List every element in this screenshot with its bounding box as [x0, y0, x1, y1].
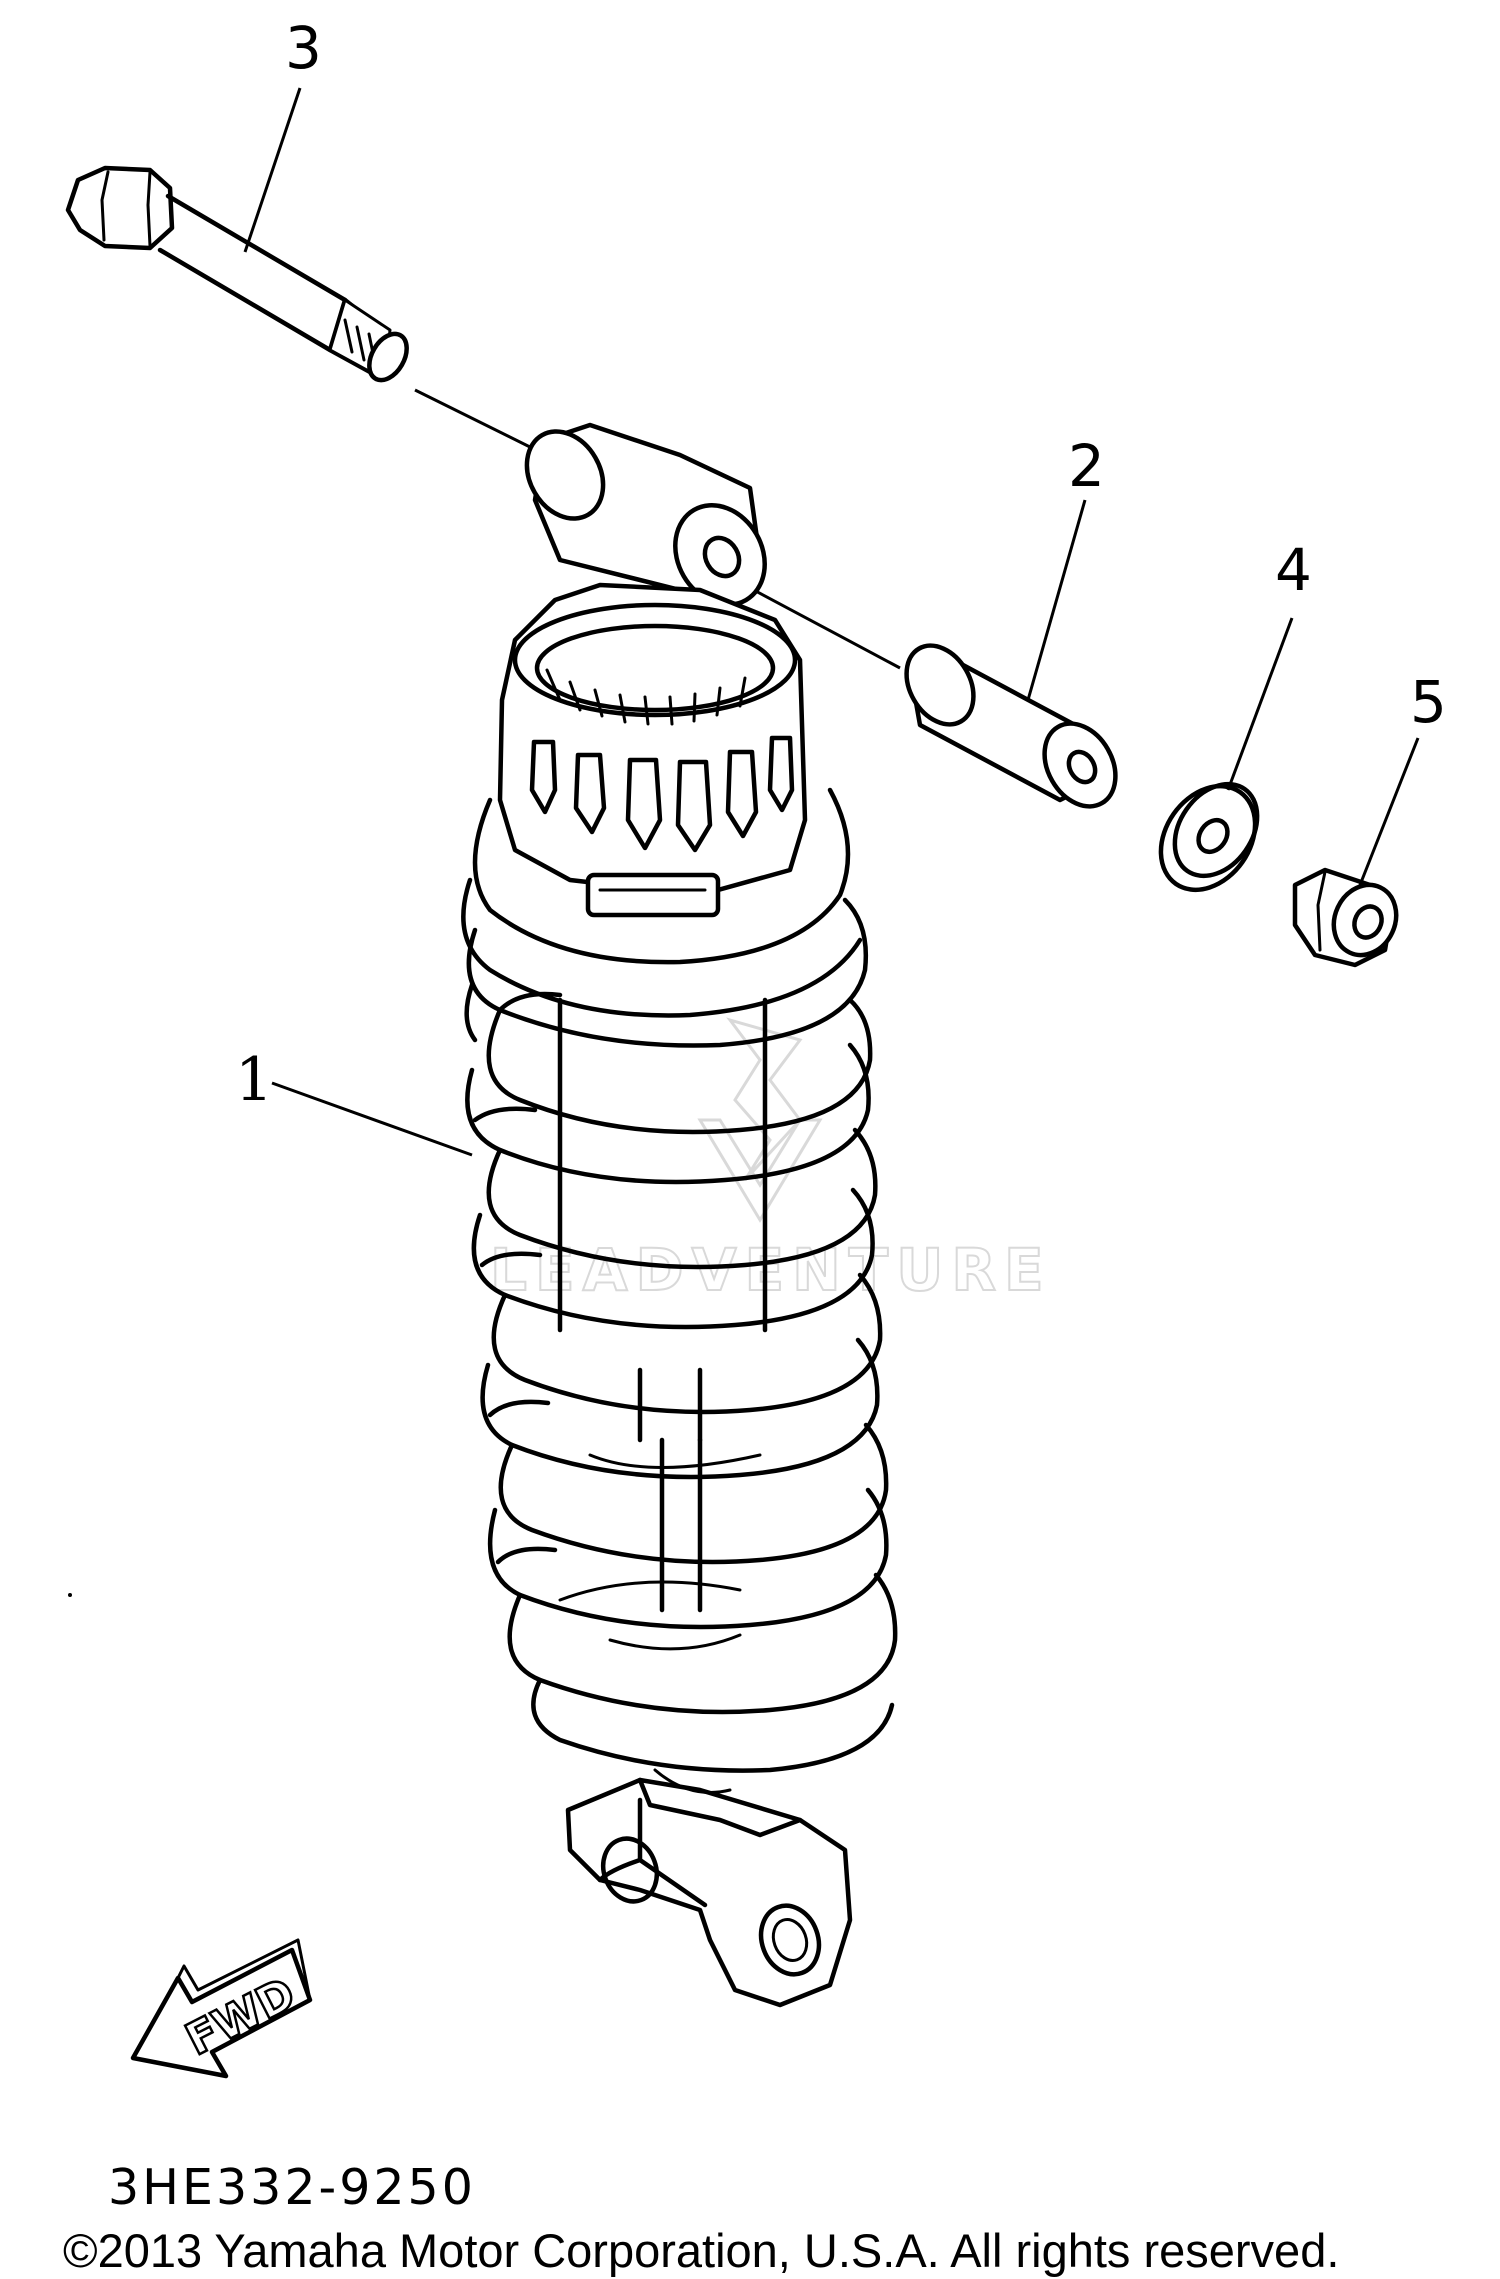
bolt	[65, 165, 409, 383]
leader-line-1	[271, 1081, 473, 1157]
callout-collar: 2	[1068, 432, 1105, 500]
copyright-notice: ©2013 Yamaha Motor Corporation, U.S.A. A…	[63, 2224, 1339, 2277]
bolt-axis-line	[414, 388, 533, 450]
leader-line-4	[1226, 617, 1294, 791]
spring	[464, 897, 898, 1773]
washer	[1158, 781, 1260, 893]
leader-line-5	[1358, 737, 1420, 886]
collar	[904, 643, 1118, 809]
callout-bolt: 3	[285, 14, 322, 82]
callout-nut: 5	[1410, 668, 1447, 736]
callout-washer: 4	[1275, 536, 1312, 604]
print-speck	[68, 1593, 72, 1597]
nut	[1292, 867, 1399, 968]
callout-shock-absorber: 1	[235, 1045, 273, 1115]
diagram-code: 3HE332-9250	[108, 2159, 476, 2216]
leader-line-3	[243, 87, 302, 253]
shock-absorber	[461, 422, 898, 2008]
arrow-left-icon	[130, 1938, 313, 2079]
leader-line-2	[1026, 499, 1087, 701]
collar-axis-line	[734, 578, 901, 670]
watermark-text: LEADVENTURE	[490, 1236, 1052, 1304]
forward-direction-indicator: FWD	[130, 1938, 313, 2079]
